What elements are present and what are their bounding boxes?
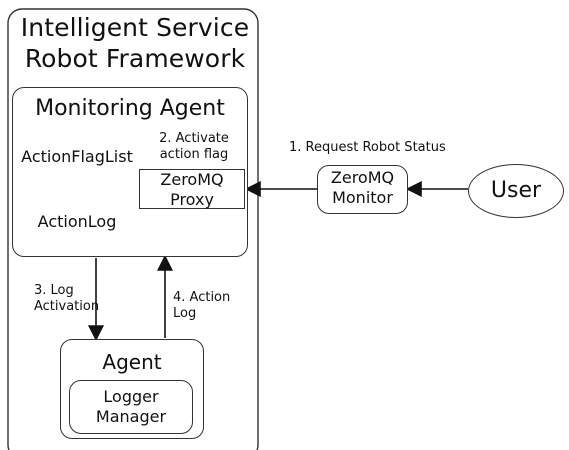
user-node: User	[468, 164, 564, 218]
zeromq-monitor-label: ZeroMQ Monitor	[317, 168, 408, 208]
zeromq-monitor-box	[317, 165, 408, 214]
user-label: User	[490, 178, 542, 203]
logger-manager-box	[69, 380, 193, 434]
zeromq-proxy-label: ZeroMQ Proxy	[139, 170, 245, 210]
zeromq-monitor-line-1: ZeroMQ	[330, 168, 395, 187]
logger-manager-label: Logger Manager	[69, 387, 193, 427]
action-log-flow-line-1: 4. Action	[173, 290, 231, 305]
action-flag-list-label: ActionFlagList	[21, 147, 133, 166]
action-log-label: ActionLog	[37, 212, 117, 231]
action-log-flow-label: 4. Action Log	[173, 290, 243, 322]
zeromq-proxy-line-2: Proxy	[170, 190, 214, 209]
framework-title: Intelligent Service Robot Framework	[17, 12, 253, 74]
zeromq-monitor-line-2: Monitor	[332, 188, 393, 207]
log-activation-line-1: 3. Log	[34, 283, 74, 298]
logger-manager-line-2: Manager	[95, 407, 167, 426]
log-activation-line-2: Activation	[34, 299, 100, 314]
agent-title: Agent	[102, 350, 162, 374]
request-robot-status-label: 1. Request Robot Status	[289, 140, 446, 155]
monitoring-agent-title: Monitoring Agent	[35, 96, 225, 121]
zeromq-proxy-box	[139, 169, 245, 209]
framework-title-line-2: Robot Framework	[24, 44, 246, 73]
activate-action-flag-line-2: action flag	[159, 147, 229, 162]
action-log-flow-line-2: Log	[173, 306, 197, 321]
log-activation-label: 3. Log Activation	[34, 283, 104, 315]
activate-action-flag-label: 2. Activate action flag	[144, 131, 244, 163]
activate-action-flag-line-1: 2. Activate	[159, 131, 229, 146]
logger-manager-line-1: Logger	[103, 387, 159, 406]
zeromq-proxy-line-1: ZeroMQ	[160, 170, 224, 189]
framework-container	[7, 8, 259, 450]
framework-title-line-1: Intelligent Service	[20, 13, 250, 42]
